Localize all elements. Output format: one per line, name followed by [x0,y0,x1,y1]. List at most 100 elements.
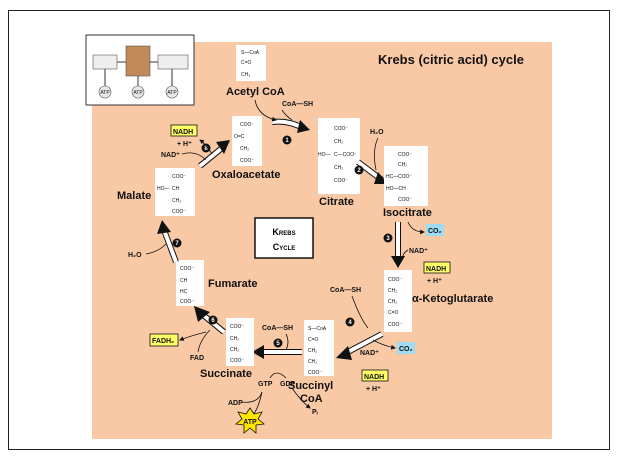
svg-text:3: 3 [386,236,390,242]
svg-text:O=C: O=C [234,134,245,140]
svg-text:COO⁻: COO⁻ [172,174,186,180]
svg-text:CH₂: CH₂ [388,288,397,294]
svg-text:COO⁻: COO⁻ [240,158,254,164]
succinate-structure: COO⁻ CH₂ CH₂ COO⁻ [226,318,254,366]
svg-text:COO⁻: COO⁻ [388,322,402,328]
hplus-label-2: + H⁺ [366,386,381,393]
fadh2-label: FADH₂ [152,338,174,345]
svg-text:4: 4 [348,320,352,326]
svg-text:CH₂: CH₂ [308,359,317,365]
svg-text:S—CoA: S—CoA [241,50,260,56]
center-label-2: Cycle [273,242,296,252]
svg-text:COO⁻: COO⁻ [388,277,402,283]
coa-sh-label-3: CoA—SH [262,325,293,332]
co2-label-1: CO₂ [428,228,442,235]
inset-atp-3: ATP [167,90,177,96]
svg-text:COO⁻: COO⁻ [398,152,412,158]
succinyl-coa-label-2: CoA [300,393,323,405]
nad-label-3: NAD⁺ [161,152,180,159]
svg-text:HC: HC [180,289,188,295]
svg-text:CH₂: CH₂ [398,162,407,168]
fadh2-box [149,333,179,347]
alpha-ketoglutarate-structure: COO⁻ CH₂ CH₂ C=O COO⁻ [384,270,412,332]
svg-text:COO⁻: COO⁻ [230,324,244,330]
svg-text:CH₂: CH₂ [388,299,397,305]
svg-text:COO⁻: COO⁻ [334,126,348,132]
step-6-marker: 6 [208,315,218,325]
nadh-label-3: NADH [173,129,193,136]
svg-text:CH₂: CH₂ [172,198,181,204]
center-label-1: Krebs [272,227,295,237]
svg-text:HO—: HO— [318,152,331,158]
svg-text:COO⁻: COO⁻ [180,299,194,305]
fad-label: FAD [190,355,204,362]
co2-label-2: CO₂ [399,346,413,353]
alpha-ketoglutarate-label: α-Ketoglutarate [412,293,493,305]
svg-text:COO⁻: COO⁻ [172,209,186,215]
svg-text:COO⁻: COO⁻ [308,370,322,376]
svg-text:CH: CH [180,278,188,284]
step-8-marker: 8 [201,143,211,153]
malate-structure: COO⁻ HO— CH CH₂ COO⁻ [155,168,195,216]
step-7-marker: 7 [172,238,182,248]
gtp-label: GTP [258,381,273,388]
svg-text:COO⁻: COO⁻ [180,266,194,272]
fumarate-label: Fumarate [208,278,258,290]
oxaloacetate-structure: COO⁻ O=C CH₂ COO⁻ [232,116,262,166]
svg-text:CH₂: CH₂ [240,146,249,152]
svg-text:8: 8 [204,146,208,152]
svg-text:COO⁻: COO⁻ [240,122,254,128]
nad-label-2: NAD⁺ [360,350,379,357]
hplus-label-3: + H⁺ [177,141,192,148]
step-3-marker: 3 [383,233,393,243]
step-5-marker: 5 [273,338,283,348]
svg-text:C=O: C=O [388,310,399,316]
co2-box-1 [426,224,444,236]
svg-text:S—CoA: S—CoA [308,326,327,332]
co2-box-2 [397,342,415,354]
step-4-marker: 4 [345,317,355,327]
coa-sh-label-2: CoA—SH [330,287,361,294]
pi-label: Pᵢ [312,409,318,416]
cellular-respiration-inset: ATP ATP ATP [85,34,195,106]
svg-text:HO—CH: HO—CH [386,186,406,192]
inset-atp-1: ATP [100,90,110,96]
isocitrate-structure: COO⁻ CH₂ HC— COO⁻ HO—CH COO⁻ [384,146,428,206]
acetyl-coa-structure: S—CoA C=O CH₃ [236,45,266,81]
acetyl-coa-label: Acetyl CoA [226,86,285,98]
svg-text:CH₂: CH₂ [308,348,317,354]
adp-label: ADP [228,400,243,407]
fumarate-structure: COO⁻ CH HC COO⁻ [176,260,204,306]
svg-text:C=O: C=O [308,337,319,343]
svg-text:CH: CH [172,186,180,192]
svg-text:COO⁻: COO⁻ [334,178,348,184]
nadh-label-2: NADH [364,374,384,381]
step-1-marker: 1 [282,135,292,145]
svg-text:C=O: C=O [241,60,252,66]
krebs-cycle-center-box: Krebs Cycle [254,217,314,259]
svg-text:CH₃: CH₃ [241,72,250,78]
atp-label: ATP [243,419,257,426]
citrate-label: Citrate [319,196,354,208]
nadh-box-1 [423,261,451,274]
nad-label-1: NAD⁺ [409,248,428,255]
citrate-structure: COO⁻ CH₂ HO— C—COO⁻ CH₂ COO⁻ [318,118,360,194]
h2o-label-2: H₂O [128,252,142,259]
svg-text:CH₂: CH₂ [230,336,239,342]
succinyl-coa-structure: S—CoA C=O CH₂ CH₂ COO⁻ [304,320,334,376]
svg-text:6: 6 [211,318,215,324]
inset-atp-2: ATP [133,90,143,96]
isocitrate-label: Isocitrate [383,207,432,219]
svg-text:7: 7 [175,241,179,247]
svg-text:C—COO⁻: C—COO⁻ [334,152,357,158]
svg-text:COO⁻: COO⁻ [398,174,412,180]
svg-text:COO⁻: COO⁻ [398,197,412,203]
atp-star-icon: ATP [235,407,265,434]
svg-text:5: 5 [276,341,280,347]
svg-text:COO⁻: COO⁻ [230,358,244,364]
succinyl-coa-label-1: Succinyl [288,380,333,392]
svg-text:CH₂: CH₂ [334,165,343,171]
svg-text:HC—: HC— [386,174,398,180]
succinate-label: Succinate [200,368,252,380]
